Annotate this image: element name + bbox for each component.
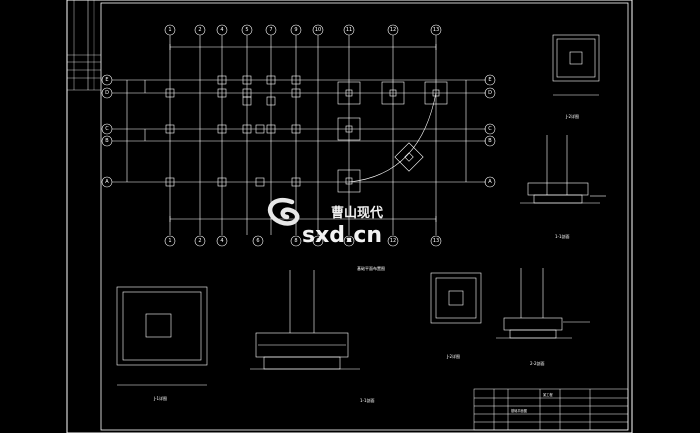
axis-label: 12 xyxy=(390,27,396,33)
swirl-icon xyxy=(267,198,300,226)
drawing-border xyxy=(66,0,633,433)
detail-caption: J-2详图 xyxy=(565,113,579,119)
axis-label: A xyxy=(488,179,492,185)
axis-label: B xyxy=(105,138,109,144)
watermark-site: sxd.cn xyxy=(302,223,382,248)
axis-label: D xyxy=(105,90,109,96)
title-block xyxy=(473,388,629,431)
axis-label: 13 xyxy=(433,238,439,244)
axis-label: D xyxy=(488,90,492,96)
footing-section-detail-middle xyxy=(250,270,360,370)
axis-label: B xyxy=(488,138,492,144)
axis-bubbles-top: 1 2 4 5 7 9 10 11 12 13 xyxy=(164,24,442,36)
axis-label: 2 xyxy=(198,27,201,33)
axis-label: 10 xyxy=(315,27,321,33)
footing-section-detail-right xyxy=(496,268,590,339)
axis-label: 9 xyxy=(316,238,319,244)
detail-caption: 2-2剖面 xyxy=(530,360,545,366)
axis-label: 5 xyxy=(245,27,248,33)
detail-caption: 1-1剖面 xyxy=(360,397,375,403)
axis-label: C xyxy=(488,126,492,132)
axis-label: A xyxy=(105,179,109,185)
column-footings xyxy=(165,75,448,193)
axis-bubbles-bottom: 1 2 4 6 8 9 11 12 13 xyxy=(164,235,442,247)
axis-bubbles-rows: E D C B A E D C B A xyxy=(101,74,496,188)
axis-label: 11 xyxy=(346,27,352,33)
axis-label: 4 xyxy=(220,238,223,244)
detail-caption: 1-1剖面 xyxy=(555,233,570,239)
watermark-chinese: 曹山现代 xyxy=(331,205,383,221)
axis-label: 9 xyxy=(294,27,297,33)
axis-label: 2 xyxy=(198,238,201,244)
axis-label: E xyxy=(488,77,491,83)
axis-label: 6 xyxy=(256,238,259,244)
footing-plan-detail-top xyxy=(552,34,600,96)
axis-label: 13 xyxy=(433,27,439,33)
axis-label: 7 xyxy=(269,27,272,33)
axis-label: 1 xyxy=(168,27,171,33)
title-block-project: 某工程 xyxy=(543,392,553,397)
axis-label: E xyxy=(105,77,108,83)
detail-caption: J-1详图 xyxy=(153,395,167,401)
footing-plan-detail-small xyxy=(430,272,482,324)
foundation-plan-grid xyxy=(112,35,486,235)
footing-section-detail-top xyxy=(520,135,606,204)
axis-label: C xyxy=(105,126,109,132)
watermark-logo: 曹山现代 sxd.cn xyxy=(267,198,383,248)
footing-plan-detail-left xyxy=(116,286,208,386)
axis-label: 4 xyxy=(220,27,223,33)
axis-label: 8 xyxy=(294,238,297,244)
axis-label: 1 xyxy=(168,238,171,244)
axis-label: 11 xyxy=(346,238,352,244)
plan-title: 基础平面布置图 xyxy=(357,265,385,271)
axis-label: 12 xyxy=(390,238,396,244)
detail-caption: J-2详图 xyxy=(446,353,460,359)
title-block-drawing: 基础平面图 xyxy=(511,408,527,413)
